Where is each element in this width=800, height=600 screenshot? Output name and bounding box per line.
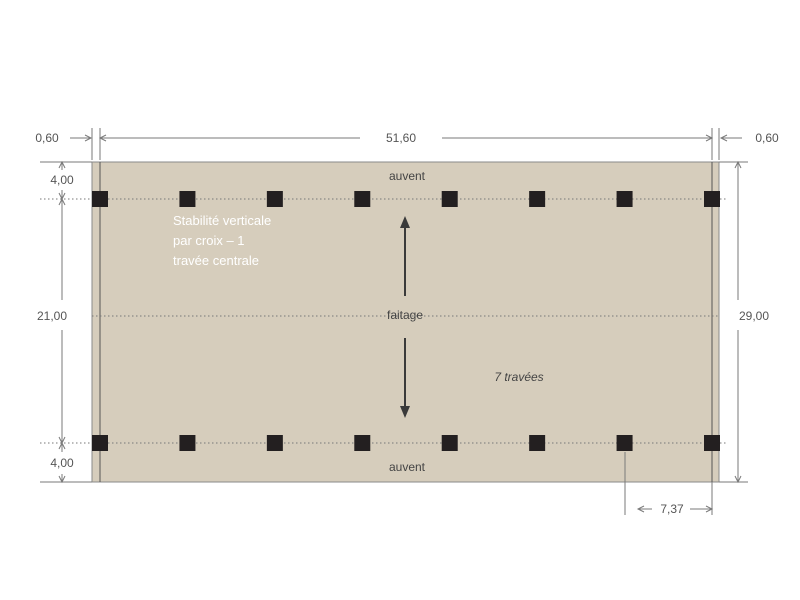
ridge-label: faitage [387, 308, 423, 322]
building-footprint [91, 161, 720, 483]
top-auvent-label: auvent [389, 169, 426, 183]
post [616, 435, 633, 451]
post [354, 435, 371, 451]
total-depth-dimension [719, 160, 748, 484]
post [266, 435, 283, 451]
total-length-dimension [70, 128, 742, 160]
right-overhang-value: 0,60 [755, 131, 779, 145]
post [704, 435, 720, 451]
post [92, 191, 108, 207]
bay-width-value: 7,37 [660, 502, 684, 516]
post [92, 435, 108, 451]
post [616, 191, 633, 207]
stability-note-line-2: par croix – 1 [173, 233, 245, 248]
stability-note-line-1: Stabilité verticale [173, 213, 271, 228]
left-overhang-value: 0,60 [35, 131, 59, 145]
left-depth-dimensions [40, 160, 92, 484]
post [179, 191, 196, 207]
post [704, 191, 720, 207]
post [441, 435, 458, 451]
post [529, 191, 546, 207]
post [441, 191, 458, 207]
posts-group [92, 191, 720, 451]
top-auvent-depth-value: 4,00 [50, 173, 74, 187]
ridge-arrows [400, 216, 410, 418]
post [354, 191, 371, 207]
inner-depth-value: 21,00 [37, 309, 67, 323]
total-length-value: 51,60 [386, 131, 416, 145]
post [529, 435, 546, 451]
stability-note-line-3: travée centrale [173, 253, 259, 268]
bay-width-dimension [624, 452, 714, 515]
bays-label: 7 travées [494, 370, 543, 384]
total-depth-value: 29,00 [739, 309, 769, 323]
post [179, 435, 196, 451]
post [266, 191, 283, 207]
bottom-auvent-label: auvent [389, 460, 426, 474]
bottom-auvent-depth-value: 4,00 [50, 456, 74, 470]
